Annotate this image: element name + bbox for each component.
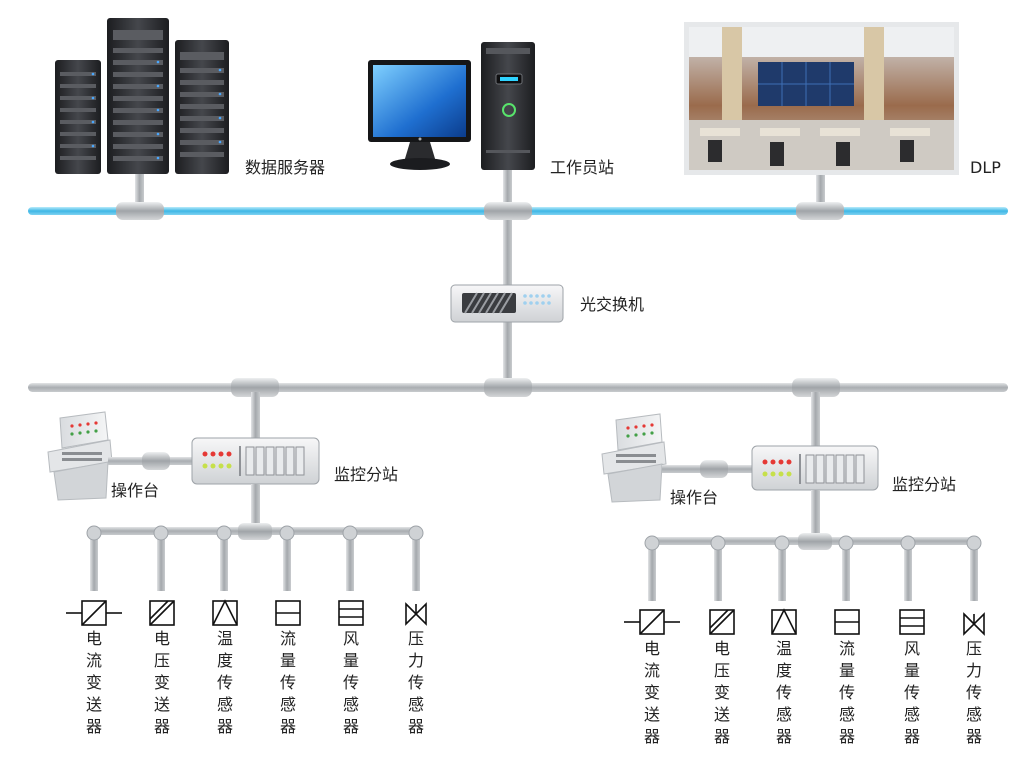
pressure-sensor-symbol xyxy=(405,602,427,626)
voltage-transmitter-symbol xyxy=(149,600,175,626)
server-drop-pipe xyxy=(135,170,144,212)
fiber-coupler xyxy=(484,202,532,220)
ethernet-coupler xyxy=(792,378,840,397)
monitor-station-right xyxy=(601,392,982,601)
current-transmitter-symbol xyxy=(66,600,122,626)
pc-tower-icon xyxy=(481,42,535,170)
monitor-station-left xyxy=(47,392,424,591)
temperature-sensor-symbol xyxy=(771,608,797,635)
fiber-coupler xyxy=(116,202,164,220)
sensor-label: 流量传感器 xyxy=(839,639,855,746)
substation-icon xyxy=(191,437,320,485)
air-flow-sensor-symbol xyxy=(338,600,364,626)
fiber-coupler xyxy=(796,202,844,220)
operator-console-label: 操作台 xyxy=(670,488,718,507)
operator-console-label: 操作台 xyxy=(111,481,159,500)
sensor-label: 温度传感器 xyxy=(776,639,792,746)
sensor-label: 电压变送器 xyxy=(714,639,730,746)
temperature-sensor-symbol xyxy=(212,599,238,626)
monitor-icon xyxy=(368,60,471,170)
sensor-labels-right: 电流变送器 电压变送器 温度传感器 流量传感器 风量传感器 压力传感器 xyxy=(644,639,982,746)
switch-icon xyxy=(450,284,564,323)
sensor-label: 电流变送器 xyxy=(644,639,660,746)
switch-drop-pipe xyxy=(503,320,512,390)
pressure-sensor-symbol xyxy=(963,612,985,636)
dlp-label: DLP xyxy=(970,158,1001,177)
ethernet-coupler xyxy=(484,378,532,397)
voltage-transmitter-symbol xyxy=(709,609,735,635)
sensor-label: 风量传感器 xyxy=(904,639,920,746)
workstation-drop-pipe xyxy=(503,170,512,290)
monitor-substation-label: 监控分站 xyxy=(892,475,956,494)
flow-sensor-symbol xyxy=(834,609,860,635)
monitor-substation-label: 监控分站 xyxy=(334,465,398,484)
console-icon xyxy=(601,413,667,503)
dlp-drop-pipe xyxy=(816,172,825,212)
console-icon xyxy=(47,411,113,501)
sensor-label: 流量传感器 xyxy=(280,629,296,736)
optical-switch-label: 光交换机 xyxy=(580,295,644,314)
flow-sensor-symbol xyxy=(275,600,301,626)
sensor-label: 电流变送器 xyxy=(86,629,102,736)
current-transmitter-symbol xyxy=(624,609,680,635)
workstation-label: 工作员站 xyxy=(550,158,614,177)
data-server-label: 数据服务器 xyxy=(245,158,325,177)
sensor-label: 风量传感器 xyxy=(343,629,359,736)
sensor-label: 压力传感器 xyxy=(966,639,982,746)
substation-icon xyxy=(751,445,879,491)
sensor-label: 温度传感器 xyxy=(217,629,233,736)
sensor-label: 电压变送器 xyxy=(154,629,170,736)
control-room-photo xyxy=(684,22,959,175)
ethernet-coupler xyxy=(231,378,279,397)
server-icon xyxy=(55,18,229,174)
sensor-label: 压力传感器 xyxy=(408,629,424,736)
air-flow-sensor-symbol xyxy=(899,609,925,635)
sensor-labels-left: 电流变送器 电压变送器 温度传感器 流量传感器 风量传感器 压力传感器 xyxy=(86,629,424,736)
